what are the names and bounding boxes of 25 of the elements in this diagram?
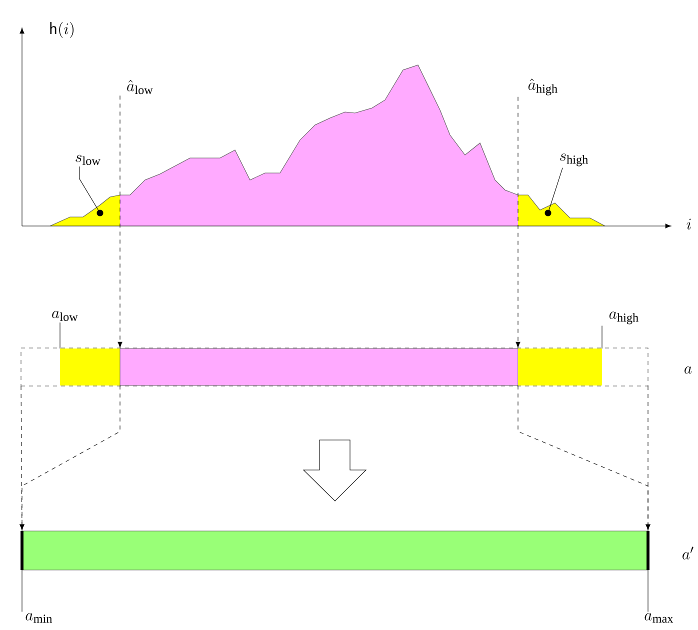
- arrow: [516, 96, 520, 348]
- point-label: $s_{\mathrm{high}}$: [560, 154, 588, 166]
- leader-line: [79, 166, 100, 214]
- point-label: $s_{\mathrm{low}}$: [76, 154, 100, 165]
- bar-label: $a'$: [682, 546, 694, 560]
- point-marker: [544, 210, 552, 216]
- bound-label: $a_{\mathrm{high}}$: [609, 312, 638, 324]
- axis-label: $i$: [686, 218, 691, 230]
- axis-label: $\hat{a}_{\mathrm{low}}$: [127, 80, 153, 94]
- axis-label: $\hat{a}_{\mathrm{high}}$: [528, 78, 558, 96]
- arrow: [646, 386, 650, 530]
- clipped-segment: [60, 348, 120, 386]
- block-arrow: [302, 440, 367, 502]
- axis-label: $\mathsf{h}(i)$: [50, 22, 74, 38]
- point-marker: [96, 210, 104, 216]
- bar-label: $a$: [684, 366, 692, 374]
- range-frame: [20, 348, 648, 386]
- bound-label: $a_{\mathrm{max}}$: [644, 613, 674, 623]
- bound-label: $a_{\mathrm{low}}$: [52, 310, 78, 321]
- histogram-segment: [120, 348, 518, 386]
- clipped-segment: [518, 348, 602, 386]
- arrow: [20, 386, 24, 530]
- output-bar: [20, 530, 650, 570]
- arrow: [118, 95, 122, 348]
- bound-label: $a_{\mathrm{min}}$: [26, 613, 52, 623]
